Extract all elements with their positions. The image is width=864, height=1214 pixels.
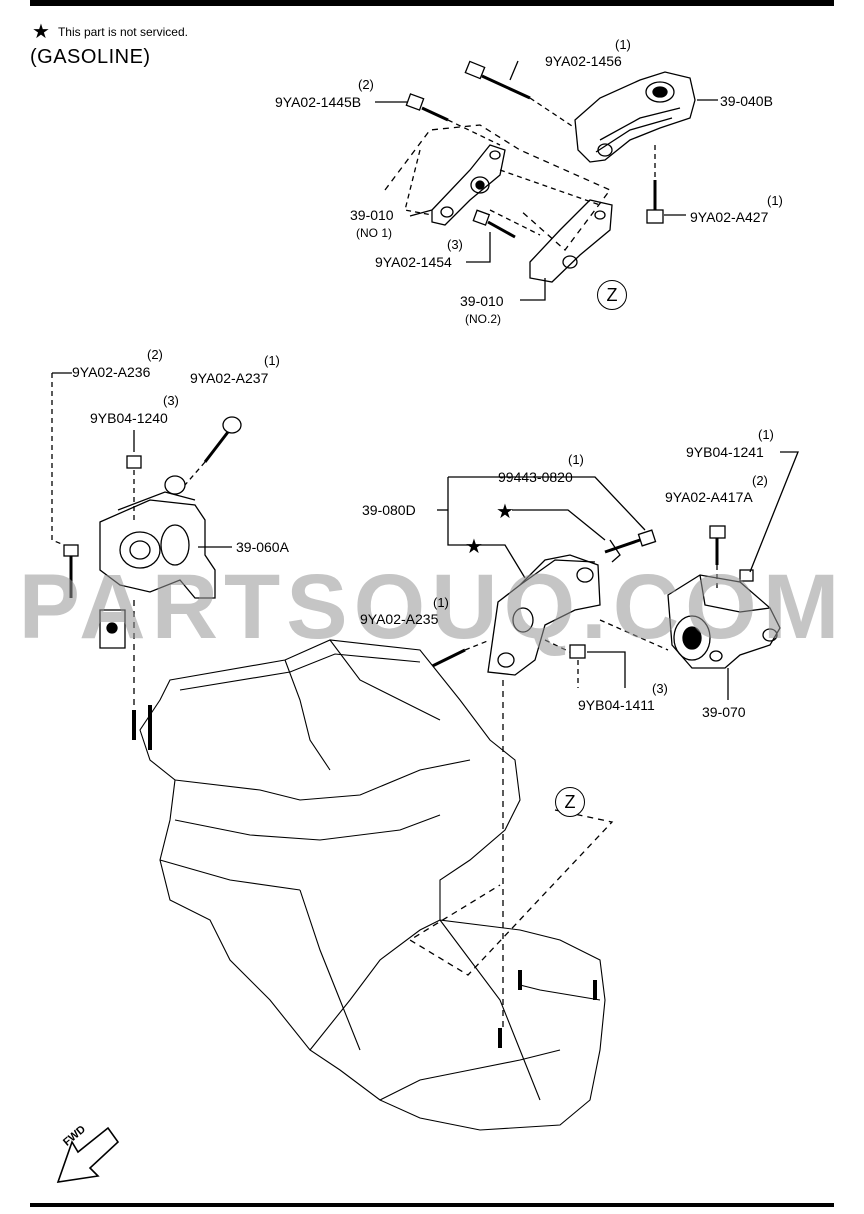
callout-39-040B[interactable]: 39-040B	[720, 93, 773, 109]
callout-9YA02-A417A-qty[interactable]: (2)	[752, 473, 768, 488]
callout-9YA02-A427[interactable]: 9YA02-A427	[690, 209, 769, 225]
callout-9YB04-1240-qty[interactable]: (3)	[163, 393, 179, 408]
service-note-text: This part is not serviced.	[57, 25, 188, 39]
bolt-9YA02-A417A	[709, 525, 726, 590]
callout-9YA02-1445B-qty[interactable]: (2)	[358, 77, 374, 92]
callout-9YA02-A427-qty[interactable]: (1)	[767, 193, 783, 208]
callout-39-010-no1-sub: (NO 1)	[356, 226, 392, 240]
callout-9YA02-1456-qty[interactable]: (1)	[615, 37, 631, 52]
callout-9YB04-1240[interactable]: 9YB04-1240	[90, 410, 168, 426]
bolt-9YA02-A236	[51, 372, 79, 598]
callout-9YA02-A417A[interactable]: 9YA02-A417A	[665, 489, 753, 505]
star-marker-upper: ★	[496, 499, 514, 523]
mount-39-070-shape	[667, 574, 781, 669]
callout-9YA02-1454[interactable]: 9YA02-1454	[375, 254, 452, 270]
callout-9YB04-1241-qty[interactable]: (1)	[758, 427, 774, 442]
callout-9YA02-1456[interactable]: 9YA02-1456	[545, 53, 622, 69]
callout-9YA02-A236-qty[interactable]: (2)	[147, 347, 163, 362]
callout-39-010-no2-sub: (NO.2)	[465, 312, 501, 326]
engine-outline	[139, 639, 606, 1131]
watermark: PARTSOUQ.COM	[18, 556, 846, 658]
view-z-mark-lower[interactable]: Z	[555, 787, 585, 817]
bolt-9YA02-A237	[184, 416, 242, 486]
callout-39-070[interactable]: 39-070	[702, 704, 746, 720]
callout-9YA02-1445B[interactable]: 9YA02-1445B	[275, 94, 362, 110]
callout-9YA02-A235-qty[interactable]: (1)	[433, 595, 449, 610]
view-z-mark-upper[interactable]: Z	[597, 280, 627, 310]
callout-9YA02-A235[interactable]: 9YA02-A235	[360, 611, 439, 627]
callout-9YA02-1454-qty[interactable]: (3)	[447, 237, 463, 252]
callout-39-010-no2[interactable]: 39-010	[460, 293, 504, 309]
callout-9YB04-1411-qty[interactable]: (3)	[652, 681, 668, 696]
callout-9YB04-1411[interactable]: 9YB04-1411	[578, 697, 655, 713]
top-border	[30, 0, 834, 6]
bracket-39-080D-shape	[487, 554, 601, 676]
mount-39-060A-shape	[99, 475, 216, 649]
bolt-9YA02-1454	[472, 209, 516, 239]
callout-39-010-no1[interactable]: 39-010	[350, 207, 394, 223]
nut-9YB04-1240	[126, 430, 142, 520]
bracket-39-010-no1	[404, 144, 506, 226]
bottom-border	[30, 1203, 834, 1207]
fwd-arrow	[56, 1126, 120, 1183]
nut-9YB04-1241	[739, 451, 799, 582]
bolt-9YA02-1445B	[405, 93, 501, 146]
callout-99443-0820-qty[interactable]: (1)	[568, 452, 584, 467]
callout-99443-0820[interactable]: 99443-0820	[498, 469, 573, 485]
engine-studs	[132, 705, 597, 1048]
variant-heading: (GASOLINE)	[30, 46, 151, 68]
bolt-99443-0820	[604, 529, 657, 563]
mount-39-040B-shape	[574, 71, 696, 163]
callout-39-060A[interactable]: 39-060A	[236, 539, 289, 555]
star-icon: ★	[32, 21, 50, 43]
callout-9YA02-A237[interactable]: 9YA02-A237	[190, 370, 269, 386]
callout-9YA02-A236[interactable]: 9YA02-A236	[72, 364, 151, 380]
bolt-9YA02-1456	[464, 60, 576, 129]
callout-9YA02-A237-qty[interactable]: (1)	[264, 353, 280, 368]
nut-9YB04-1411	[544, 639, 626, 688]
callout-39-080D[interactable]: 39-080D	[362, 502, 416, 518]
callout-9YB04-1241[interactable]: 9YB04-1241	[686, 444, 764, 460]
star-marker-lower: ★	[465, 534, 483, 558]
bolt-9YA02-A427	[646, 145, 664, 224]
bracket-39-010-no2	[489, 169, 613, 283]
service-note: ★ This part is not serviced.	[32, 22, 188, 42]
